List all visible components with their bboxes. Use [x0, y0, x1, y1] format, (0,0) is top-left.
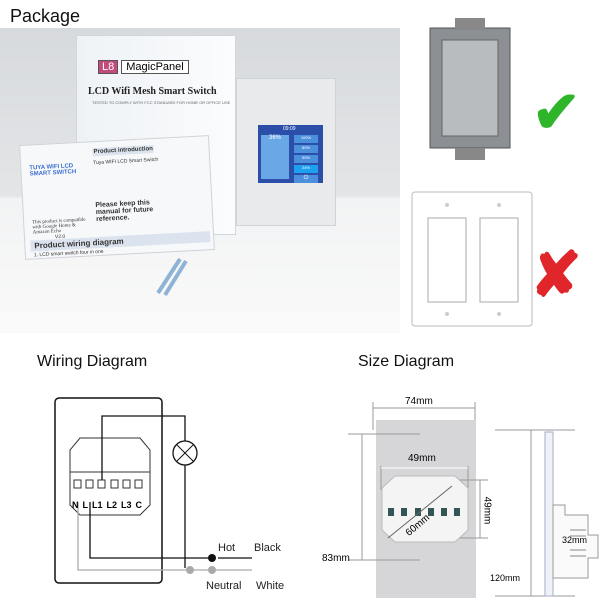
junction-box-photo: [429, 18, 511, 160]
switch-screen: 09:09 36% 100% 80% 50% 24% ⏻: [258, 125, 323, 183]
screen-level: 36%: [261, 135, 289, 179]
dim-mount: 83mm: [322, 553, 350, 564]
box-subtitle: TESTED TO COMPLY WITH FCC STANDARD FOR H…: [92, 100, 231, 105]
terminal-l2: L2: [106, 500, 117, 510]
package-title: Package: [10, 6, 81, 26]
terminal-n: N: [72, 500, 79, 510]
box-product-name: LCD Wifi Mesh Smart Switch: [88, 86, 217, 97]
screen-btn: 50%: [294, 155, 318, 163]
manual-heading: TUYA WIFI LCD SMART SWITCH: [29, 163, 77, 178]
terminal-l1: L1: [91, 500, 103, 510]
badge: L8: [98, 60, 119, 74]
screen-time: 09:09: [283, 126, 296, 132]
size-diagram: [348, 402, 599, 598]
terminal-c: C: [135, 500, 142, 510]
screen-btn: 80%: [294, 145, 318, 153]
manual-intro-title: Product introduction: [92, 145, 155, 157]
screen-btn: 24%: [294, 165, 318, 173]
manual-card: TUYA WIFI LCD SMART SWITCH This product …: [19, 135, 215, 260]
hot-label: Hot: [218, 542, 236, 554]
size-title: Size Diagram: [358, 353, 455, 370]
screws: [156, 257, 188, 297]
dim-width: 74mm: [405, 396, 433, 407]
power-icon: ⏻: [294, 175, 318, 183]
black-label: Black: [254, 542, 281, 554]
wiring-title: Wiring Diagram: [37, 353, 148, 370]
check-icon: ✔: [532, 80, 581, 145]
manual-intro-sub: Tuya WIFI LCD Smart Switch: [93, 156, 159, 167]
dim-depth: 32mm: [562, 535, 588, 545]
dim-inner-width: 49mm: [408, 453, 436, 464]
brand: MagicPanel: [121, 60, 189, 74]
screen-btn: 100%: [294, 135, 318, 143]
cover-plate-photo: [411, 191, 533, 327]
dim-inner-height: 49mm: [481, 496, 493, 525]
wiring-diagram: [54, 397, 252, 584]
dim-height: 120mm: [490, 573, 521, 583]
white-label: White: [256, 580, 285, 592]
manual-compat: This product is compatible with Google H…: [32, 217, 86, 236]
terminal-l3: L3: [120, 500, 132, 510]
neutral-label: Neutral: [206, 580, 242, 592]
cross-icon: ✘: [530, 241, 582, 310]
manual-keep: Please keep this manual for future refer…: [95, 199, 154, 224]
terminal-l: L: [82, 500, 88, 510]
